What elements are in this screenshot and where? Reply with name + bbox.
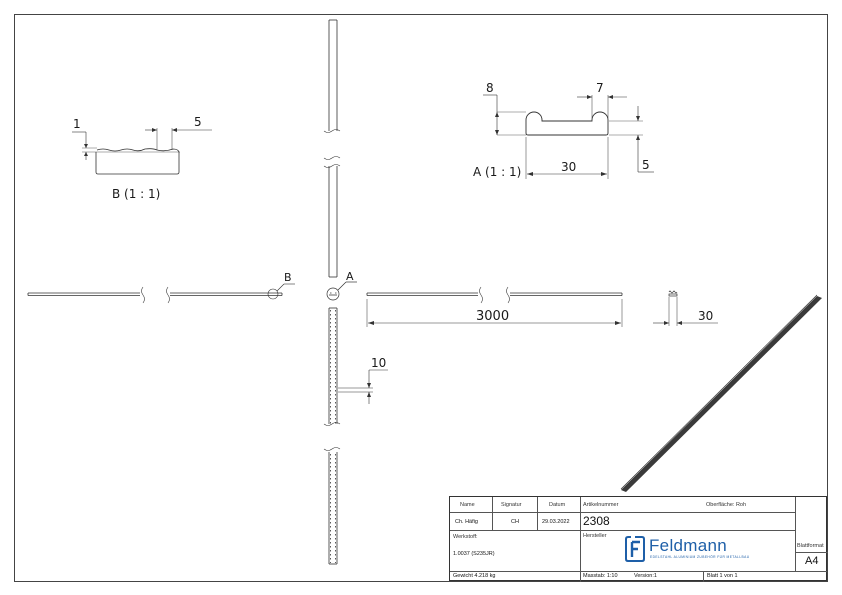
logo-text: Feldmann: [649, 536, 727, 555]
material-value: 1.0037 (S235JR): [453, 551, 495, 557]
detail-a-dim-5: 5: [642, 158, 650, 172]
sheet-format-value: A4: [805, 555, 819, 567]
section-label-a: A: [346, 270, 354, 283]
row-divider: [450, 512, 795, 513]
col-divider: [537, 497, 538, 530]
detail-a-dim-30: 30: [561, 160, 576, 174]
logo-mark-icon: [625, 536, 645, 562]
horizontal-bar-left-view: [27, 283, 295, 304]
section-label-b: B: [284, 271, 292, 284]
detail-b-caption: B (1 : 1): [112, 187, 160, 201]
scale: Masstab: 1:10: [583, 573, 618, 579]
detail-a-caption: A (1 : 1): [473, 165, 521, 179]
detail-b-dim-5: 5: [194, 115, 202, 129]
article-number: 2308: [583, 514, 610, 528]
section-a-marker: [326, 281, 357, 301]
manufacturer-header: Hersteller: [583, 533, 607, 539]
article-header: Artikelnummer: [583, 502, 619, 508]
end-view: [653, 290, 718, 326]
signature-header: Signatur: [501, 502, 522, 508]
horizontal-bar-right-view: [366, 286, 623, 327]
name-value: Ch. Häfig: [455, 519, 478, 525]
detail-a-dim-8: 8: [486, 81, 494, 95]
col-divider: [580, 497, 581, 582]
date-value: 29.03.2022: [542, 519, 570, 525]
detail-a-dim-7: 7: [596, 81, 604, 95]
sheet-number: Blatt 1 von 1: [707, 573, 738, 579]
surface-label: Oberfläche: Roh: [706, 502, 747, 508]
col-divider: [703, 571, 704, 582]
version: Version:1: [634, 573, 657, 579]
detail-a-view: [483, 94, 654, 179]
logo-subtext: EDELSTAHL ALUMINIUM ZUBEHÖR FÜR METALLBA…: [650, 555, 750, 559]
dim-length-3000: 3000: [476, 309, 509, 324]
weight: Gewicht 4.218 kg: [453, 573, 496, 579]
signature-value: CH: [511, 519, 519, 525]
row-divider: [580, 530, 795, 531]
row-divider: [450, 530, 580, 531]
col-divider: [795, 497, 796, 571]
detail-b-dim-1: 1: [73, 117, 81, 131]
date-header: Datum: [549, 502, 566, 508]
sheet-format-header: Blattformat: [797, 543, 824, 549]
name-header: Name: [460, 502, 475, 508]
drawing-frame: [14, 14, 828, 582]
dim-10-marker: [338, 369, 388, 404]
title-block: Name Signatur Datum Artikelnummer Oberfl…: [449, 496, 828, 582]
row-divider: [450, 571, 827, 572]
dim-10: 10: [371, 356, 386, 370]
vertical-section-view: [323, 19, 341, 565]
dim-width-30: 30: [698, 309, 713, 323]
detail-b-view: [72, 128, 212, 175]
material-header: Werkstoff:: [453, 534, 478, 540]
feldmann-logo: Feldmann EDELSTAHL ALUMINIUM ZUBEHÖR FÜR…: [624, 535, 749, 563]
col-divider: [492, 497, 493, 530]
row-divider: [795, 552, 828, 553]
isometric-bar: [620, 294, 822, 492]
